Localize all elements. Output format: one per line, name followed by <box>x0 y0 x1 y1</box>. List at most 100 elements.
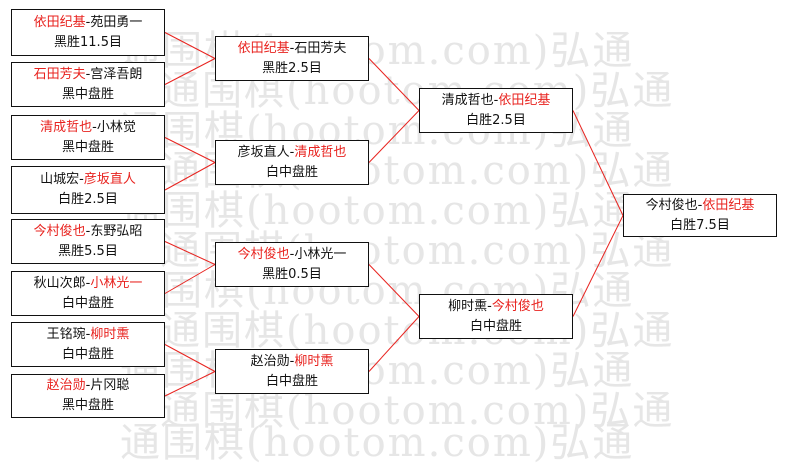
players-line: 依田纪基-石田芳夫 <box>216 39 368 59</box>
black-player-name: 石田芳夫 <box>33 67 86 82</box>
versus-dash: - <box>85 378 91 393</box>
final-match-box: 今村俊也-依田纪基白胜7.5目 <box>623 194 777 237</box>
black-player-name: 今村俊也 <box>645 198 698 213</box>
round1-match-box: 依田纪基-苑田勇一黑胜11.5目 <box>11 9 165 56</box>
match-result: 黑中盘胜 <box>61 87 114 102</box>
match-result: 黑胜11.5目 <box>54 35 122 50</box>
round1-match-box: 清成哲也-小林觉黑中盘胜 <box>11 115 165 160</box>
match-result: 黑中盘胜 <box>61 140 114 155</box>
white-player-name: 清成哲也 <box>294 145 347 160</box>
versus-dash: - <box>289 41 295 56</box>
players-line: 石田芳夫-宫泽吾朗 <box>12 65 164 85</box>
round2-match-box: 彦坂直人-清成哲也白中盘胜 <box>215 140 369 185</box>
versus-dash: - <box>79 172 84 187</box>
match-result: 白中盘胜 <box>61 296 114 311</box>
versus-dash: - <box>289 354 295 369</box>
watermark-text: 通围棋(hootom.com)弘通 <box>120 188 635 234</box>
versus-dash: - <box>85 276 91 291</box>
connector-line <box>572 215 624 317</box>
connector-line <box>368 110 420 163</box>
versus-dash: - <box>493 93 499 108</box>
bracket-connectors <box>164 32 624 397</box>
versus-dash: - <box>92 120 97 135</box>
black-player-name: 赵治勋 <box>250 354 290 369</box>
white-player-name: 宫泽吾朗 <box>90 67 143 82</box>
players-line: 王铭琬-柳时熏 <box>12 325 164 345</box>
round1-match-box: 石田芳夫-宫泽吾朗黑中盘胜 <box>11 62 165 107</box>
white-player-name: 小林光一 <box>294 247 347 262</box>
connector-line <box>164 371 216 397</box>
players-line: 今村俊也-依田纪基 <box>624 196 776 216</box>
round1-match-box: 赵治勋-片冈聪黑中盘胜 <box>11 374 165 418</box>
connector-line <box>164 264 216 294</box>
versus-dash: - <box>85 327 91 342</box>
black-player-name: 赵治勋 <box>46 378 86 393</box>
black-player-name: 今村俊也 <box>33 224 86 239</box>
players-line: 秋山次郎-小林光一 <box>12 274 164 294</box>
black-player-name: 柳时熏 <box>448 299 488 314</box>
players-line: 赵治勋-片冈聪 <box>12 376 164 396</box>
round1-match-box: 秋山次郎-小林光一白中盘胜 <box>11 271 165 316</box>
match-result: 黑中盘胜 <box>61 398 114 413</box>
match-result: 黑胜5.5目 <box>58 244 118 259</box>
round1-match-box: 今村俊也-东野弘昭黑胜5.5目 <box>11 219 165 264</box>
versus-dash: - <box>697 198 703 213</box>
black-player-name: 依田纪基 <box>33 15 86 30</box>
versus-dash: - <box>487 299 492 314</box>
connector-line <box>164 58 216 85</box>
connector-line <box>572 110 624 216</box>
white-player-name: 柳时熏 <box>90 327 130 342</box>
white-player-name: 片冈聪 <box>90 378 130 393</box>
white-player-name: 今村俊也 <box>491 299 544 314</box>
white-player-name: 依田纪基 <box>498 93 551 108</box>
connector-line <box>368 316 420 372</box>
match-result: 白中盘胜 <box>469 319 522 334</box>
versus-dash: - <box>85 224 91 239</box>
players-line: 清成哲也-依田纪基 <box>420 91 572 111</box>
white-player-name: 小林觉 <box>96 120 136 135</box>
black-player-name: 王铭琬 <box>46 327 86 342</box>
white-player-name: 小林光一 <box>90 276 143 291</box>
connector-line <box>164 241 216 265</box>
versus-dash: - <box>289 247 295 262</box>
players-line: 彦坂直人-清成哲也 <box>216 143 368 163</box>
match-result: 白中盘胜 <box>265 374 318 389</box>
connector-line <box>164 137 216 163</box>
connector-line <box>368 58 420 111</box>
white-player-name: 彦坂直人 <box>83 172 136 187</box>
black-player-name: 山城宏 <box>40 172 80 187</box>
players-line: 依田纪基-苑田勇一 <box>12 13 164 33</box>
semifinal-match-box: 柳时熏-今村俊也白中盘胜 <box>419 294 573 339</box>
players-line: 清成哲也-小林觉 <box>12 118 164 138</box>
match-result: 白中盘胜 <box>265 165 318 180</box>
watermark-text: 通围棋(hootom.com)弘通 <box>160 388 675 434</box>
white-player-name: 石田芳夫 <box>294 41 347 56</box>
white-player-name: 东野弘昭 <box>90 224 143 239</box>
black-player-name: 彦坂直人 <box>237 145 290 160</box>
players-line: 柳时熏-今村俊也 <box>420 297 572 317</box>
round2-match-box: 依田纪基-石田芳夫黑胜2.5目 <box>215 36 369 81</box>
black-player-name: 秋山次郎 <box>33 276 86 291</box>
round1-match-box: 王铭琬-柳时熏白中盘胜 <box>11 322 165 367</box>
players-line: 赵治勋-柳时熏 <box>216 352 368 372</box>
watermark-text: 通围棋(hootom.com)弘通 <box>160 308 675 354</box>
connector-line <box>164 344 216 372</box>
players-line: 今村俊也-东野弘昭 <box>12 222 164 242</box>
white-player-name: 柳时熏 <box>294 354 334 369</box>
players-line: 山城宏-彦坂直人 <box>12 170 164 190</box>
versus-dash: - <box>85 67 91 82</box>
black-player-name: 清成哲也 <box>441 93 494 108</box>
match-result: 白中盘胜 <box>61 347 114 362</box>
black-player-name: 清成哲也 <box>40 120 93 135</box>
round2-match-box: 赵治勋-柳时熏白中盘胜 <box>215 349 369 394</box>
players-line: 今村俊也-小林光一 <box>216 245 368 265</box>
match-result: 白胜2.5目 <box>58 192 118 207</box>
black-player-name: 今村俊也 <box>237 247 290 262</box>
connector-line <box>164 162 216 191</box>
match-result: 白胜2.5目 <box>466 113 526 128</box>
versus-dash: - <box>85 15 91 30</box>
connector-line <box>368 264 420 317</box>
round2-match-box: 今村俊也-小林光一黑胜0.5目 <box>215 242 369 287</box>
versus-dash: - <box>289 145 295 160</box>
white-player-name: 苑田勇一 <box>90 15 143 30</box>
